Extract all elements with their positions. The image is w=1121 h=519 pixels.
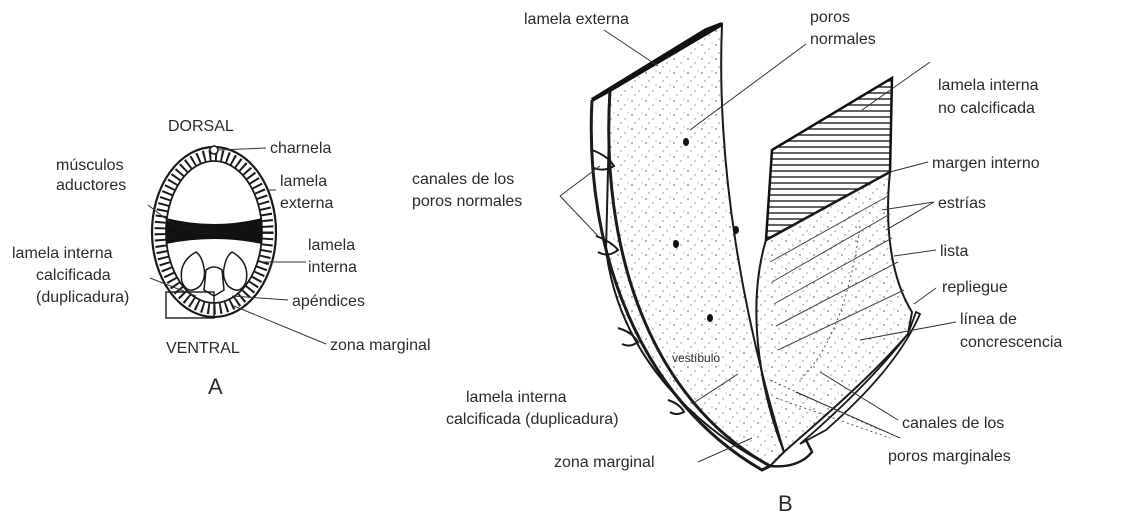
lamela-interna-label-2: interna: [308, 259, 357, 276]
calcificada-label-b-1: lamela interna: [466, 389, 567, 406]
calcificada-label-1: lamela interna: [12, 245, 113, 262]
normal-pore: [683, 138, 689, 146]
canales-marginales-label-1: canales de los: [902, 415, 1004, 432]
linea-label-1: línea de: [960, 311, 1017, 328]
musculos-label-2: aductores: [56, 177, 126, 194]
panel-a: DORSAL charnela músculos aductores lamel…: [12, 118, 431, 399]
panel-b-letter: B: [778, 491, 793, 516]
charnela-label: charnela: [270, 140, 331, 157]
canales-marginales-label-2: poros marginales: [888, 448, 1011, 465]
musculos-label-1: músculos: [56, 157, 124, 174]
ventral-label: VENTRAL: [166, 340, 240, 357]
lamela-no-calc-label-1: lamela interna: [938, 77, 1039, 94]
linea-label-2: concrescencia: [960, 334, 1062, 351]
canales-normales-label-1: canales de los: [412, 171, 514, 188]
outer-lamella-sheet: [606, 24, 784, 466]
calcificada-label-b-2: calcificada (duplicadura): [446, 411, 619, 428]
calcificada-label-3: (duplicadura): [36, 289, 129, 306]
dorsal-label: DORSAL: [168, 118, 234, 135]
lamela-externa-label-1: lamela: [280, 173, 327, 190]
canales-normales-label-2: poros normales: [412, 193, 522, 210]
normal-pore: [733, 226, 739, 234]
panel-b: lamela externa poros normales lamela int…: [412, 9, 1062, 516]
estrias-label: estrías: [938, 195, 986, 212]
poros-normales-label-1: poros: [810, 9, 850, 26]
repliegue-label: repliegue: [942, 279, 1008, 296]
lamela-no-calc-label-2: no calcificada: [938, 100, 1035, 117]
normal-pore: [707, 314, 713, 322]
apendices-label: apéndices: [292, 293, 365, 310]
hinge-knob: [210, 146, 218, 154]
calcificada-label-2: calcificada: [36, 267, 111, 284]
margen-interno-label: margen interno: [932, 155, 1040, 172]
lamela-externa-label-2: externa: [280, 195, 333, 212]
zona-marginal-label-a: zona marginal: [330, 337, 431, 354]
poros-normales-label-2: normales: [810, 31, 876, 48]
zona-marginal-label-b: zona marginal: [554, 454, 655, 471]
vestibulo-label: vestíbulo: [672, 351, 720, 365]
lamela-interna-label-1: lamela: [308, 237, 355, 254]
panel-a-letter: A: [208, 374, 223, 399]
lamela-externa-label: lamela externa: [524, 11, 629, 28]
normal-pore: [673, 240, 679, 248]
lista-label: lista: [940, 243, 969, 260]
